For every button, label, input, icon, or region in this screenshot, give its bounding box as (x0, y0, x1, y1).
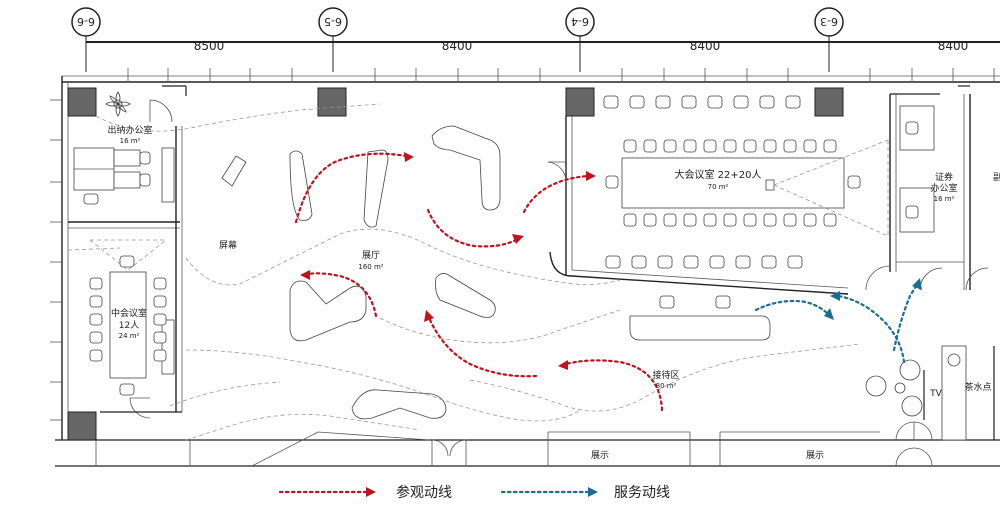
display-label-2: 展示 (806, 450, 824, 461)
axis-bubble-3 (565, 7, 595, 37)
dimension-chain: 6-6 6-5 6-4 6-3 8500 8400 8400 8400 (71, 7, 1000, 72)
mid-meeting-capacity: 12人 (119, 320, 139, 331)
reception-area-value: 80 m² (656, 382, 677, 390)
dimension-3: 8400 (690, 39, 721, 53)
legend-service-label: 服务动线 (614, 485, 670, 501)
tv-label: TV (929, 389, 942, 399)
room-labels: 出纳办公室 16 m² 中会议室 12人 24 m² 屏幕 展厅 160 m² … (107, 124, 1000, 461)
axis-label-2: 6-5 (324, 15, 342, 28)
meeting-chairs-left (89, 255, 167, 396)
securities-office (865, 85, 989, 291)
legend-service-arrow-icon (588, 487, 598, 497)
legend-visit-arrow-icon (366, 487, 376, 497)
axis-bubble-2 (318, 7, 348, 37)
axis-bubble-4 (814, 7, 844, 37)
hall-area: 160 m² (358, 263, 383, 271)
cut-off-label: 副 (993, 172, 1000, 183)
structural-columns (67, 87, 844, 441)
reception-name: 接待区 (652, 369, 679, 381)
plant-icon (105, 91, 131, 117)
dimension-1: 8500 (194, 39, 225, 53)
visit-route-arrows (294, 152, 664, 412)
dimension-2: 8400 (442, 39, 473, 53)
legend-visit-label: 参观动线 (396, 484, 452, 501)
reception-area (629, 295, 995, 441)
outer-walls (50, 68, 1000, 467)
big-meeting-chairs (603, 95, 861, 269)
axis-label-3: 6-4 (571, 15, 589, 28)
tea-point-label: 茶水点 (964, 381, 991, 393)
finance-office-name: 出纳办公室 (107, 124, 152, 136)
securities-office-name2: 办公室 (930, 182, 957, 194)
mid-meeting-name: 中会议室 (111, 307, 147, 319)
left-rooms-walls (68, 85, 187, 419)
axis-bubble-1 (71, 7, 101, 37)
display-label-1: 展示 (591, 450, 609, 461)
dimension-4: 8400 (938, 39, 969, 53)
display-objects (221, 125, 501, 420)
circulation-lines (67, 103, 861, 441)
lounge-chairs (865, 359, 923, 417)
legend: 参观动线 服务动线 (278, 484, 670, 501)
service-route-arrows (754, 278, 922, 364)
screen-label: 屏幕 (219, 239, 237, 251)
securities-office-area: 16 m² (934, 195, 955, 203)
axis-label-1: 6-6 (77, 15, 95, 28)
mid-meeting-area: 24 m² (119, 332, 140, 340)
big-meeting-room (547, 95, 889, 295)
big-meeting-name: 大会议室 22+20人 (674, 168, 761, 181)
big-meeting-area: 70 m² (708, 183, 729, 191)
finance-office-area: 16 m² (120, 137, 141, 145)
axis-label-4: 6-3 (820, 15, 838, 28)
hall-name: 展厅 (362, 250, 380, 261)
securities-office-name: 证券 (935, 171, 953, 183)
bottom-display-band (95, 431, 933, 467)
